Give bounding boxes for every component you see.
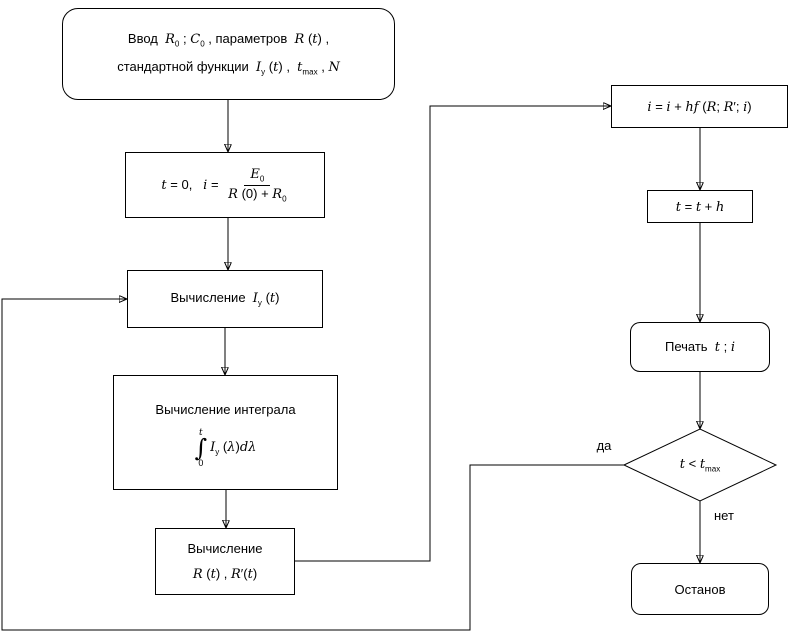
node-init: t = 0, i = E0 R (0) + R0: [125, 152, 325, 218]
time-step-formula: t = t + h: [675, 198, 725, 215]
decision-diamond-shape: [622, 428, 778, 502]
fraction-numerator: E0: [244, 166, 271, 186]
node-time-step: t = t + h: [647, 190, 753, 223]
integral-upper-limit: t: [199, 427, 203, 438]
label-yes: да: [586, 438, 622, 453]
node-euler-step: i = i + hf (R; R′; i): [611, 85, 788, 128]
node-compute-r: Вычисление R (t) , R′(t): [155, 528, 295, 595]
input-line-2: стандартной функции Iу (t) , tmax , N: [117, 59, 340, 77]
integral-formula: t ∫ 0 Iу (λ)dλ: [195, 428, 257, 469]
compute-r-formula: R (t) , R′(t): [192, 566, 258, 582]
integral-body: Iу (λ)dλ: [210, 439, 257, 457]
node-input: Ввод R0 ; C0 , параметров R (t) , станда…: [62, 8, 395, 100]
connector-decision-yes-loop: [1, 299, 624, 631]
print-label: Печать t ; i: [664, 339, 736, 355]
node-compute-iy: Вычисление Iу (t): [127, 270, 323, 328]
node-compute-integral: Вычисление интеграла t ∫ 0 Iу (λ)dλ: [113, 375, 338, 490]
node-stop: Останов: [631, 563, 769, 615]
node-print: Печать t ; i: [630, 322, 770, 372]
init-fraction: E0 R (0) + R0: [226, 166, 288, 204]
input-line-1: Ввод R0 ; C0 , параметров R (t) ,: [127, 31, 330, 49]
integral-sign-stack: t ∫ 0: [195, 428, 208, 469]
integral-sign: ∫: [194, 433, 208, 462]
integral-lower-limit: 0: [198, 458, 204, 469]
fraction-denominator: R (0) + R0: [228, 185, 287, 204]
decision-condition-text: t < tmax: [679, 456, 721, 474]
stop-label: Останов: [674, 581, 726, 597]
compute-r-caption: Вычисление: [187, 541, 263, 556]
connector-r-to-euler: [295, 106, 611, 562]
compute-iy-label: Вычисление Iу (t): [170, 290, 280, 308]
euler-formula: i = i + hf (R; R′; i): [647, 98, 752, 115]
decision-condition: t < tmax: [624, 429, 776, 501]
label-no: нет: [712, 508, 750, 523]
init-formula: t = 0, i = E0 R (0) + R0: [161, 166, 288, 204]
integral-caption: Вычисление интеграла: [155, 401, 296, 417]
init-formula-prefix: t = 0, i =: [161, 177, 223, 193]
